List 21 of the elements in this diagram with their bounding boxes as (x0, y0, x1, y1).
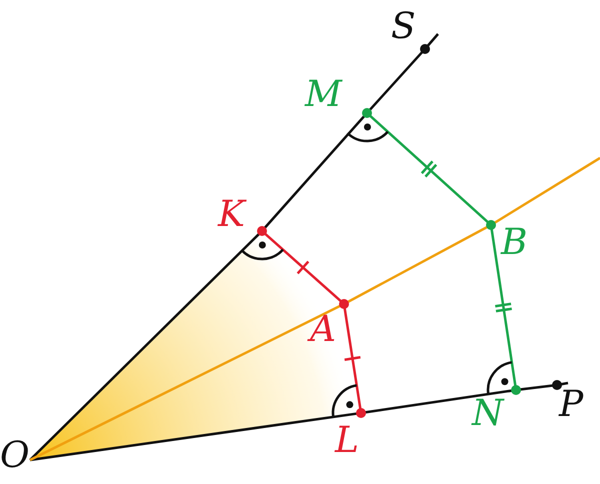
line-segment (346, 226, 488, 304)
line-segment (343, 308, 362, 410)
point-label: M (305, 77, 342, 113)
line-segment (30, 412, 358, 462)
line-segment (494, 156, 600, 224)
line-segment (264, 232, 342, 302)
line-segment (364, 389, 512, 414)
point-label: K (218, 197, 245, 233)
point-label: P (559, 387, 584, 423)
point-label: N (472, 396, 504, 432)
point-label: L (335, 423, 359, 459)
point-label: O (0, 438, 30, 474)
line-segment (490, 228, 517, 386)
point-label: S (391, 9, 416, 45)
line-segment (29, 304, 341, 462)
line-segment (520, 384, 554, 391)
line-segment (369, 114, 489, 224)
point-label: B (501, 225, 528, 261)
line-segment (264, 115, 366, 229)
line-segment (368, 51, 424, 111)
line-segment (29, 232, 260, 461)
